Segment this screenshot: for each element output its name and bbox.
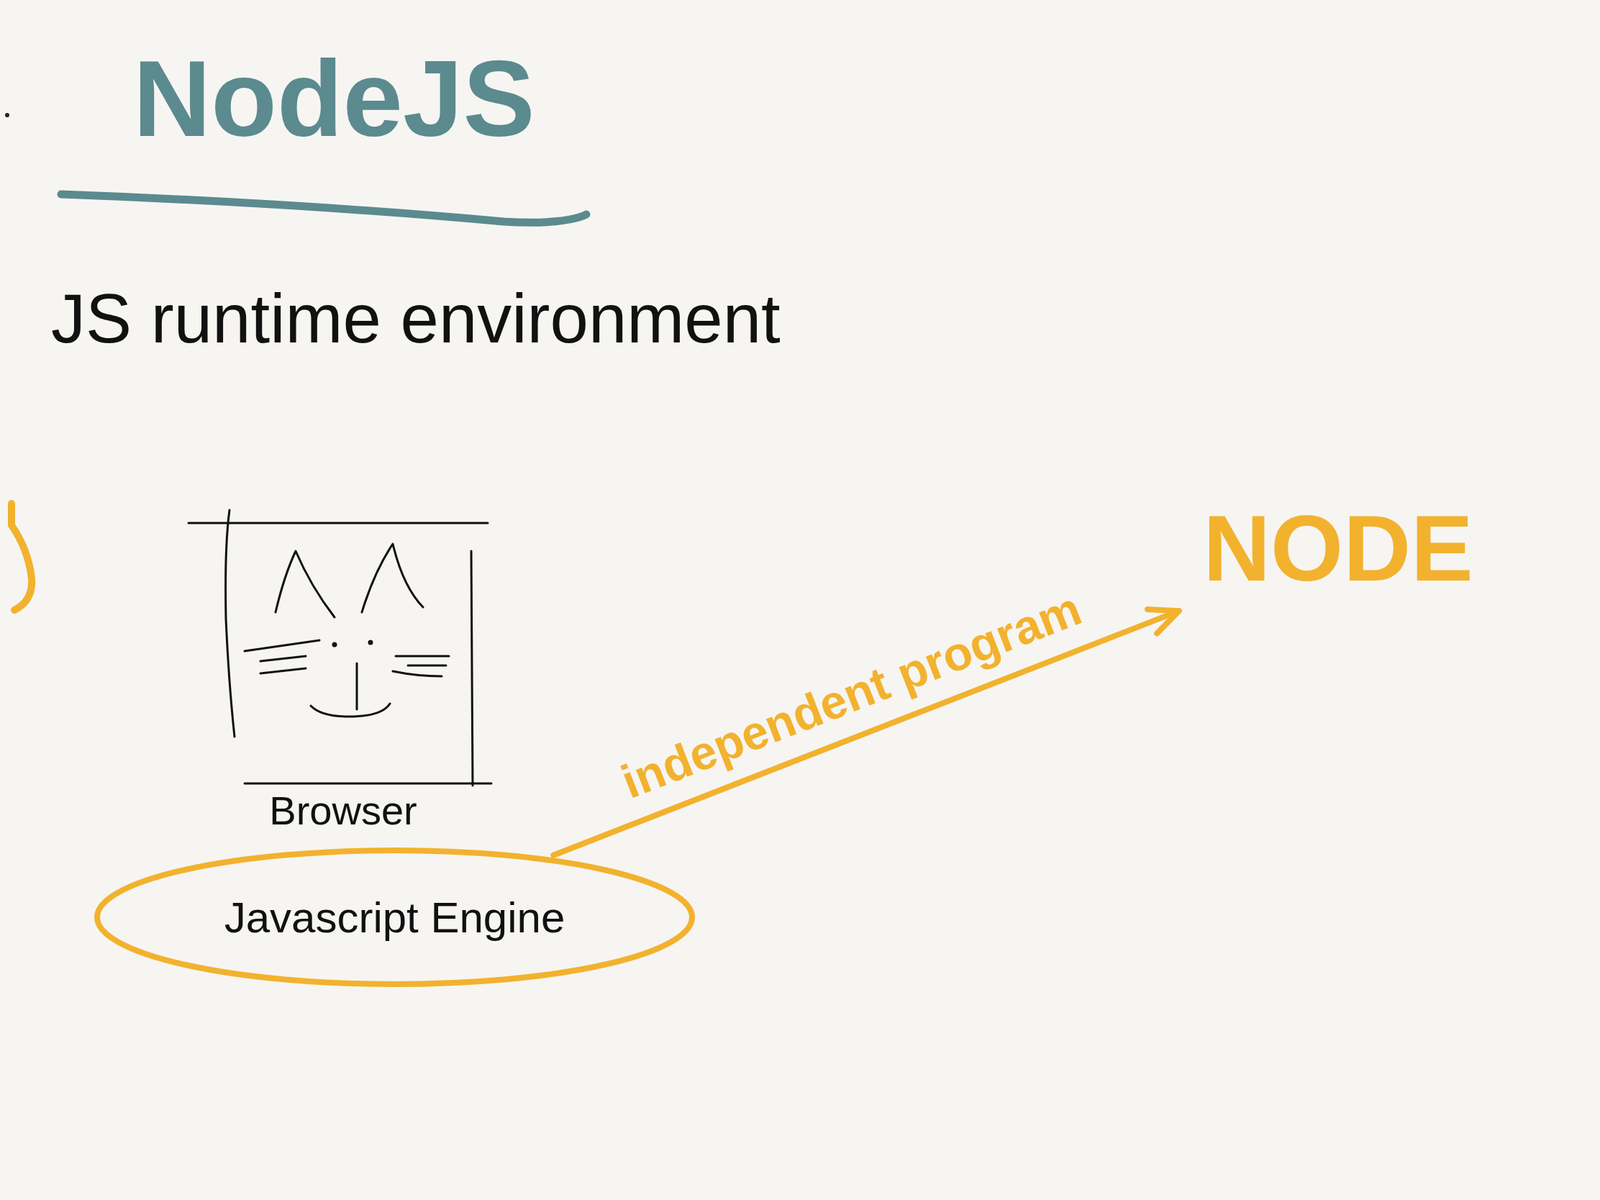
node-word: NODE — [1179, 489, 1497, 609]
ellipse-stroke — [97, 850, 693, 985]
arrow-head — [1147, 609, 1180, 634]
stray-dot — [5, 112, 10, 118]
title: NodeJS — [133, 44, 535, 153]
title-underline — [61, 194, 587, 223]
node-text: Javascript Engine — [224, 892, 566, 943]
edge-label: independent program — [614, 582, 1088, 808]
browser-window: Browser — [188, 507, 498, 839]
engine-ellipse: Javascript Engine — [93, 846, 696, 988]
arrow-connector — [553, 609, 1180, 856]
browser-cat — [188, 510, 492, 786]
note-label: JS runtime environment — [51, 276, 781, 360]
edge-bracket — [11, 503, 32, 611]
node-text: NODE — [1202, 494, 1474, 603]
node-text: Browser — [269, 787, 417, 834]
connector-line — [553, 610, 1180, 856]
